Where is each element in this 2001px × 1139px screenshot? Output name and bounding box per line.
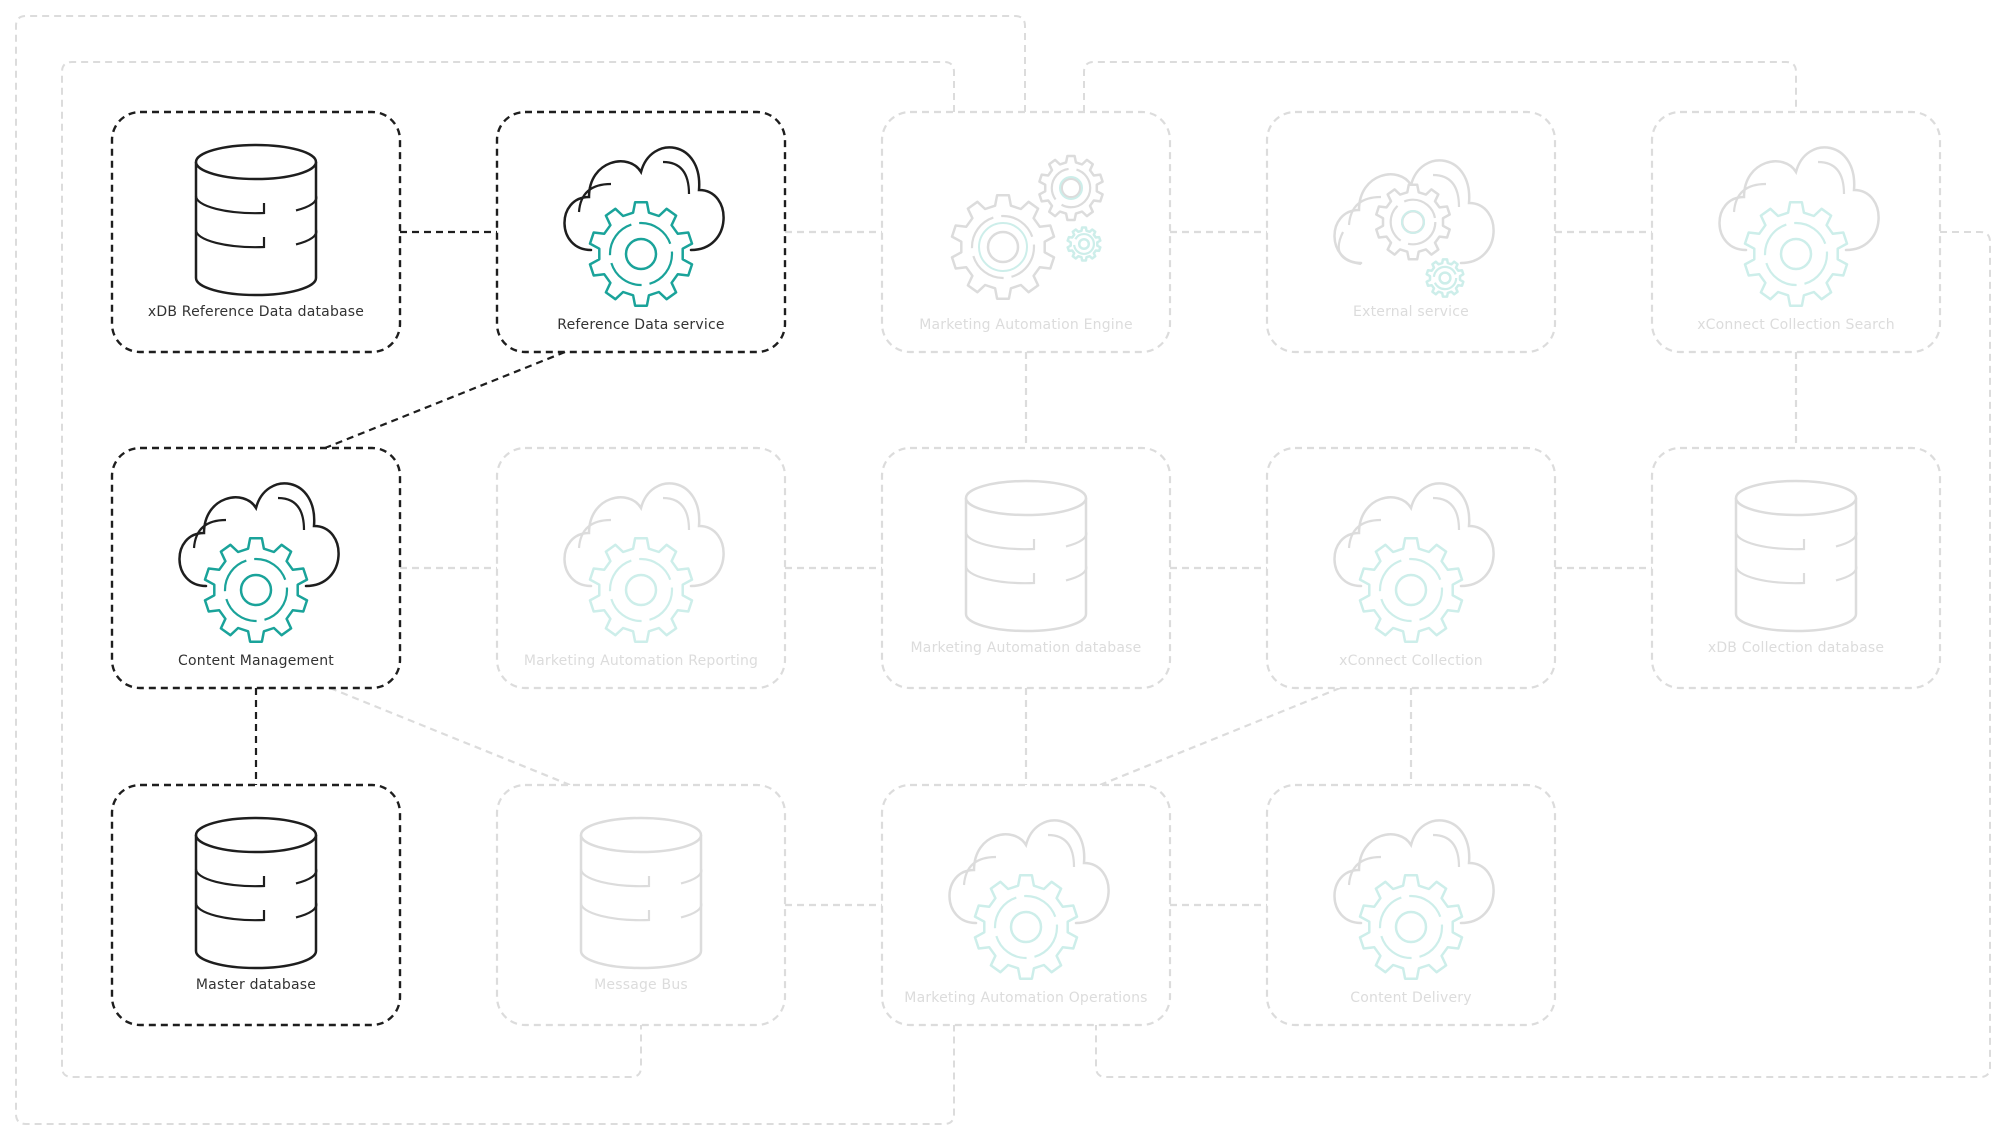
cloud-gear-icon [1333,482,1495,643]
cloud-gear-icon [178,482,340,643]
xconnect-group-outline [1083,61,1991,1078]
cloud-gear-icon [563,482,725,643]
group-outlines [15,15,1991,1125]
cloud-gear-icon [948,819,1110,980]
node-content-management[interactable] [110,446,402,690]
node-label-content-delivery: Content Delivery [1350,990,1472,1006]
node-label-master-db: Master database [195,977,317,993]
nodes [110,110,1942,1027]
cloud-gear-icon [1718,146,1880,307]
gear-shape [203,537,309,643]
node-xdb-ref-db[interactable] [110,110,402,354]
gear-small [1425,258,1465,298]
node-ma-operations[interactable] [880,783,1172,1027]
node-label-xdb-collection-db: xDB Collection database [1707,640,1885,656]
cloud-gear-icon [563,146,725,307]
connections [254,230,1798,907]
gear-large [950,194,1056,300]
cloud-gear-icon [1333,819,1495,980]
node-label-xdb-ref-db: xDB Reference Data database [147,304,365,320]
node-label-message-bus: Message Bus [594,977,688,993]
inner-group-outline [61,61,955,1078]
node-master-db[interactable] [110,783,402,1027]
cloud-shape [1333,482,1495,588]
gear-shape [1358,537,1464,643]
cloud-shape [1718,146,1880,252]
gear-medium [1038,154,1104,222]
database-icon [579,816,703,970]
cloud-shape [563,482,725,588]
node-label-ma-engine: Marketing Automation Engine [919,317,1133,333]
gear-medium [1375,183,1451,261]
node-external-service[interactable] [1265,110,1557,354]
node-ma-database[interactable] [880,446,1172,690]
gear-shape [588,537,694,643]
database-icon [194,816,318,970]
node-content-delivery[interactable] [1265,783,1557,1027]
database-icon [194,143,318,297]
database-icon [964,479,1088,633]
gear-shape [1743,201,1849,307]
outer-group-outline [15,15,1026,1125]
node-label-xconnect-search: xConnect Collection Search [1697,317,1895,333]
node-xconnect-collection[interactable] [1265,446,1557,690]
cloud-shape [1333,819,1495,925]
gears-icon [950,154,1104,300]
node-label-ma-reporting: Marketing Automation Reporting [523,653,759,669]
cloud-shape [178,482,340,588]
node-xconnect-search[interactable] [1650,110,1942,354]
edge-content-management-to-message-bus [329,686,571,787]
node-label-ref-data-service: Reference Data service [557,317,725,333]
node-label-external-service: External service [1353,304,1469,320]
gear-shape [1358,874,1464,980]
cloud-gears-icon [1333,159,1495,298]
edge-ref-data-service-to-content-management [324,350,566,450]
node-ma-engine[interactable] [880,110,1172,354]
database-icon [1734,479,1858,633]
node-ma-reporting[interactable] [495,446,787,690]
node-label-content-management: Content Management [178,653,334,669]
node-label-ma-operations: Marketing Automation Operations [904,990,1148,1006]
cloud-shape [948,819,1110,925]
gear-shape [973,874,1079,980]
node-ref-data-service[interactable] [495,110,787,354]
node-message-bus[interactable] [495,783,787,1027]
edge-xconnect-collection-to-ma-operations [1099,686,1341,787]
gear-small [1066,226,1102,262]
node-label-ma-database: Marketing Automation database [910,640,1142,656]
gear-shape [588,201,694,307]
node-label-xconnect-collection: xConnect Collection [1339,653,1483,669]
cloud-shape [563,146,725,252]
node-xdb-collection-db[interactable] [1650,446,1942,690]
